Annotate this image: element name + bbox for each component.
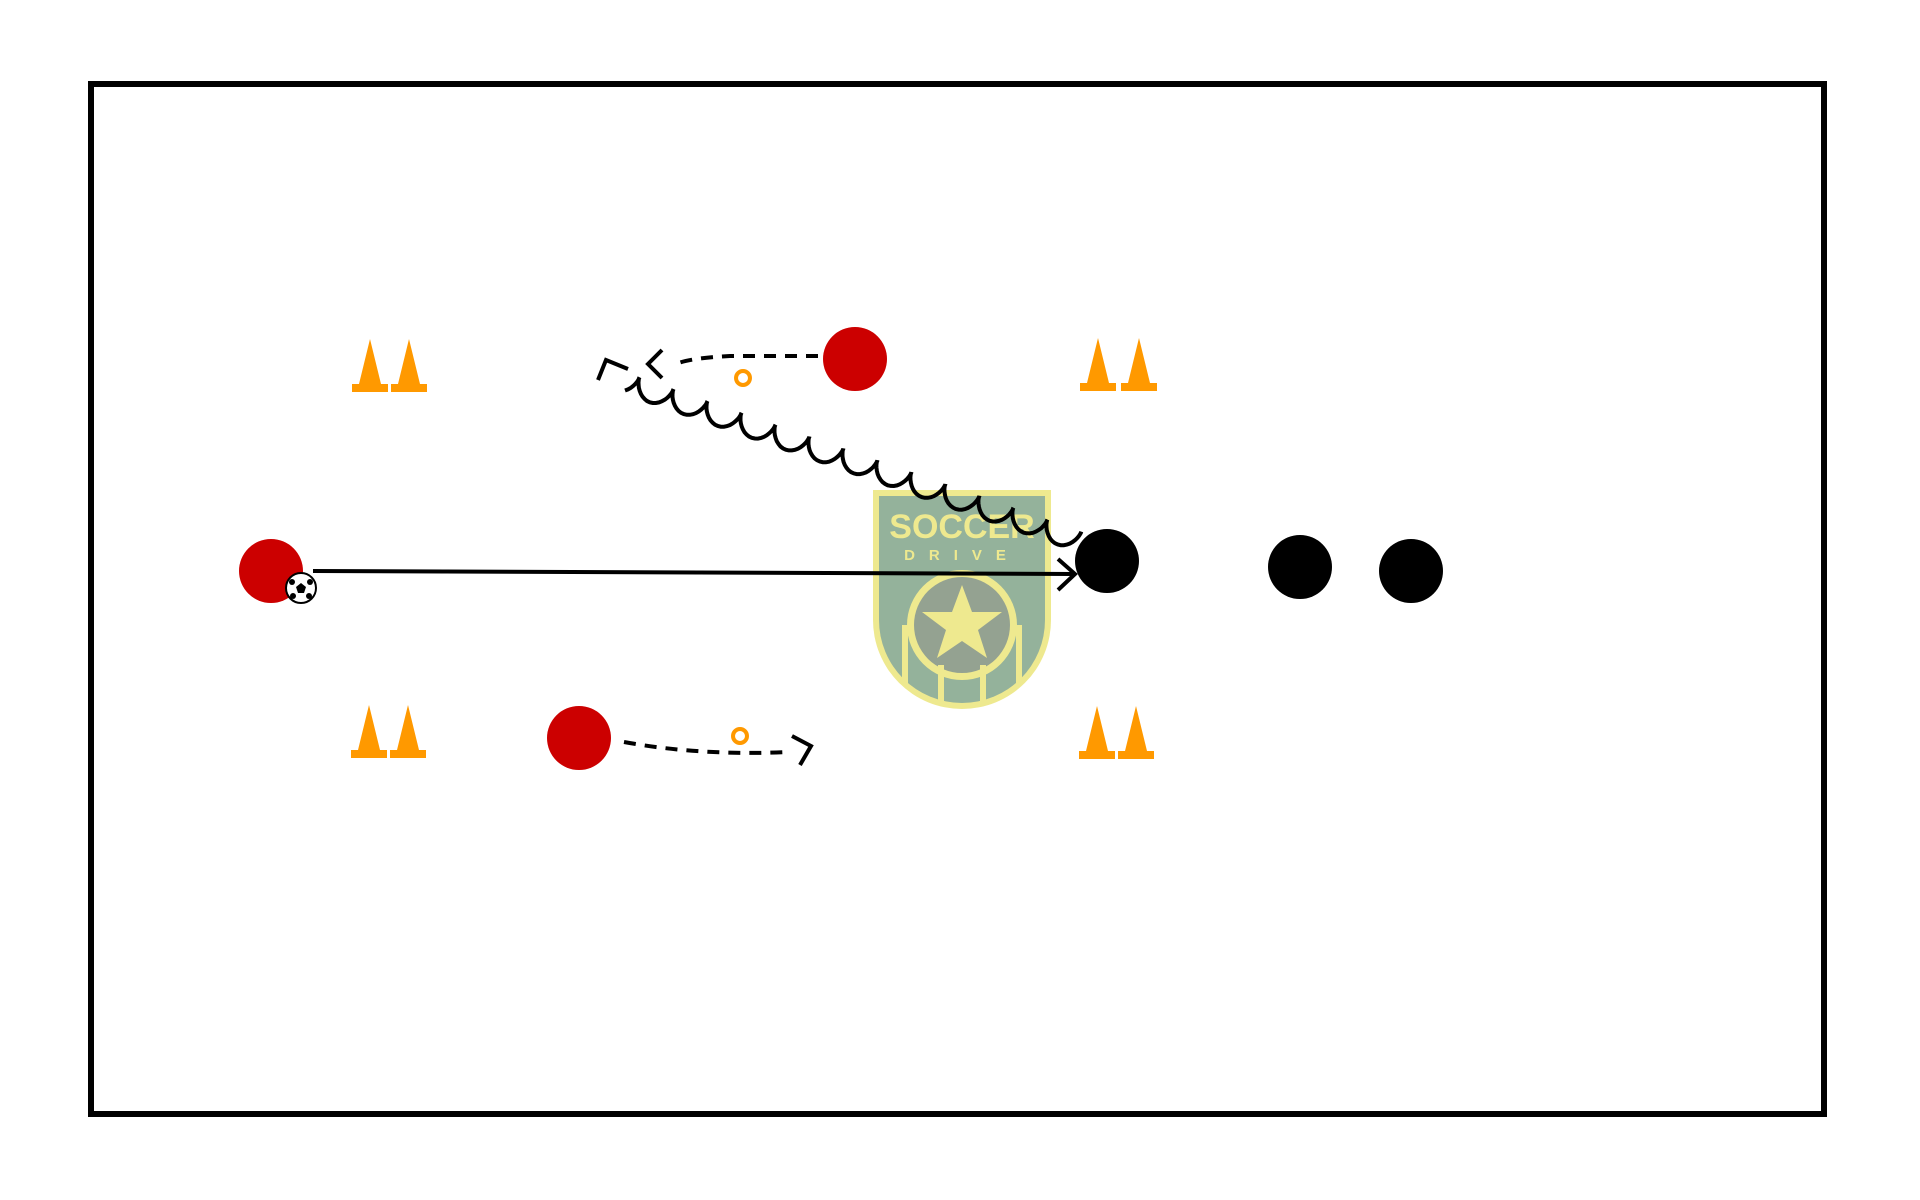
cone-icon	[1121, 338, 1157, 391]
black-player-3[interactable]	[1379, 539, 1443, 603]
marker-ring-bottom	[731, 727, 749, 745]
cone-icon	[352, 339, 388, 392]
marker-ring-top	[734, 369, 752, 387]
run-arrow-bottom	[623, 734, 814, 767]
cone-icon	[1118, 706, 1154, 759]
cone-icon	[390, 705, 426, 758]
black-player-1[interactable]	[1075, 529, 1139, 593]
run-arrow-top	[645, 348, 818, 380]
cone-icon	[391, 339, 427, 392]
cone-icon	[351, 705, 387, 758]
pass-arrow	[312, 557, 1078, 592]
soccer-drive-logo: SOCCER DRIVE	[873, 490, 1051, 709]
red-player-bottom[interactable]	[547, 706, 611, 770]
dribble-arrow	[596, 357, 1084, 548]
black-player-2[interactable]	[1268, 535, 1332, 599]
red-player-top[interactable]	[823, 327, 887, 391]
cone-icon	[1079, 706, 1115, 759]
soccer-ball-icon[interactable]	[285, 572, 317, 604]
cone-icon	[1080, 338, 1116, 391]
logo-subtitle: DRIVE	[904, 547, 1020, 564]
